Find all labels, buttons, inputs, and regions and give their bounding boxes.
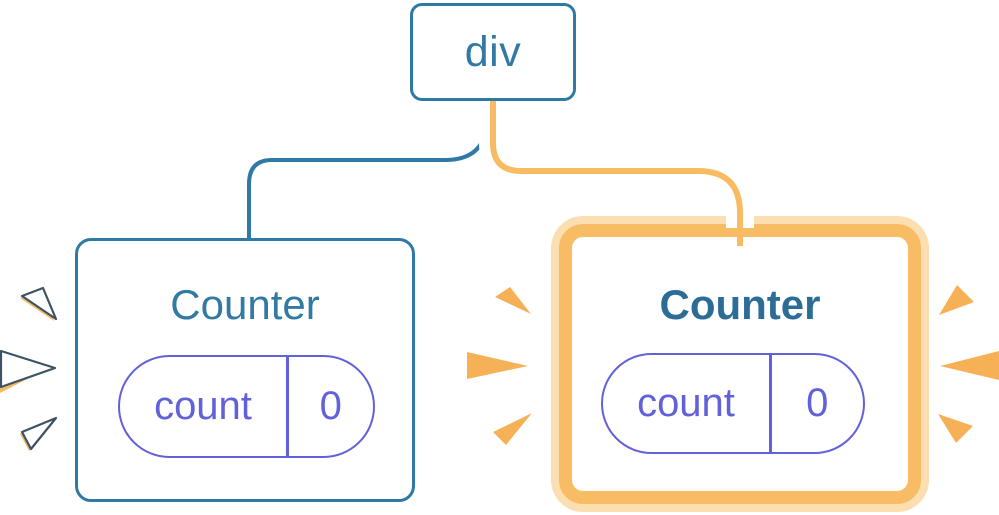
spark-icon	[939, 285, 974, 315]
edge-root-to-left-counter	[247, 100, 489, 242]
counter-title: Counter	[659, 281, 821, 328]
state-key-label: count	[637, 381, 735, 425]
state-key-label: count	[154, 384, 252, 428]
burst-icon-right-orange	[938, 285, 999, 443]
spark-icon	[495, 287, 531, 314]
state-value: 0	[319, 384, 342, 428]
spark-icon	[940, 351, 999, 380]
spark-icon	[20, 290, 54, 321]
spark-icon	[938, 414, 973, 443]
counter-card-right-highlighted: Counter count 0	[559, 224, 921, 504]
spark-icon	[20, 420, 54, 451]
state-value: 0	[806, 381, 829, 425]
state-pill: count 0	[601, 353, 865, 454]
spark-icon	[467, 352, 528, 379]
burst-icon-middle-orange	[467, 287, 532, 445]
spark-icon	[20, 286, 58, 321]
spark-icon	[493, 413, 532, 445]
root-node: div	[410, 3, 576, 101]
spark-icon	[0, 358, 35, 393]
root-node-label: div	[464, 27, 522, 76]
counter-card-left: Counter count 0	[75, 238, 415, 502]
state-pill: count 0	[118, 355, 375, 458]
spark-icon	[20, 416, 58, 451]
burst-icon-left-white	[0, 286, 58, 451]
pill-divider	[286, 357, 289, 456]
counter-title: Counter	[170, 281, 320, 328]
pill-divider	[769, 355, 772, 452]
spark-icon	[0, 349, 57, 389]
